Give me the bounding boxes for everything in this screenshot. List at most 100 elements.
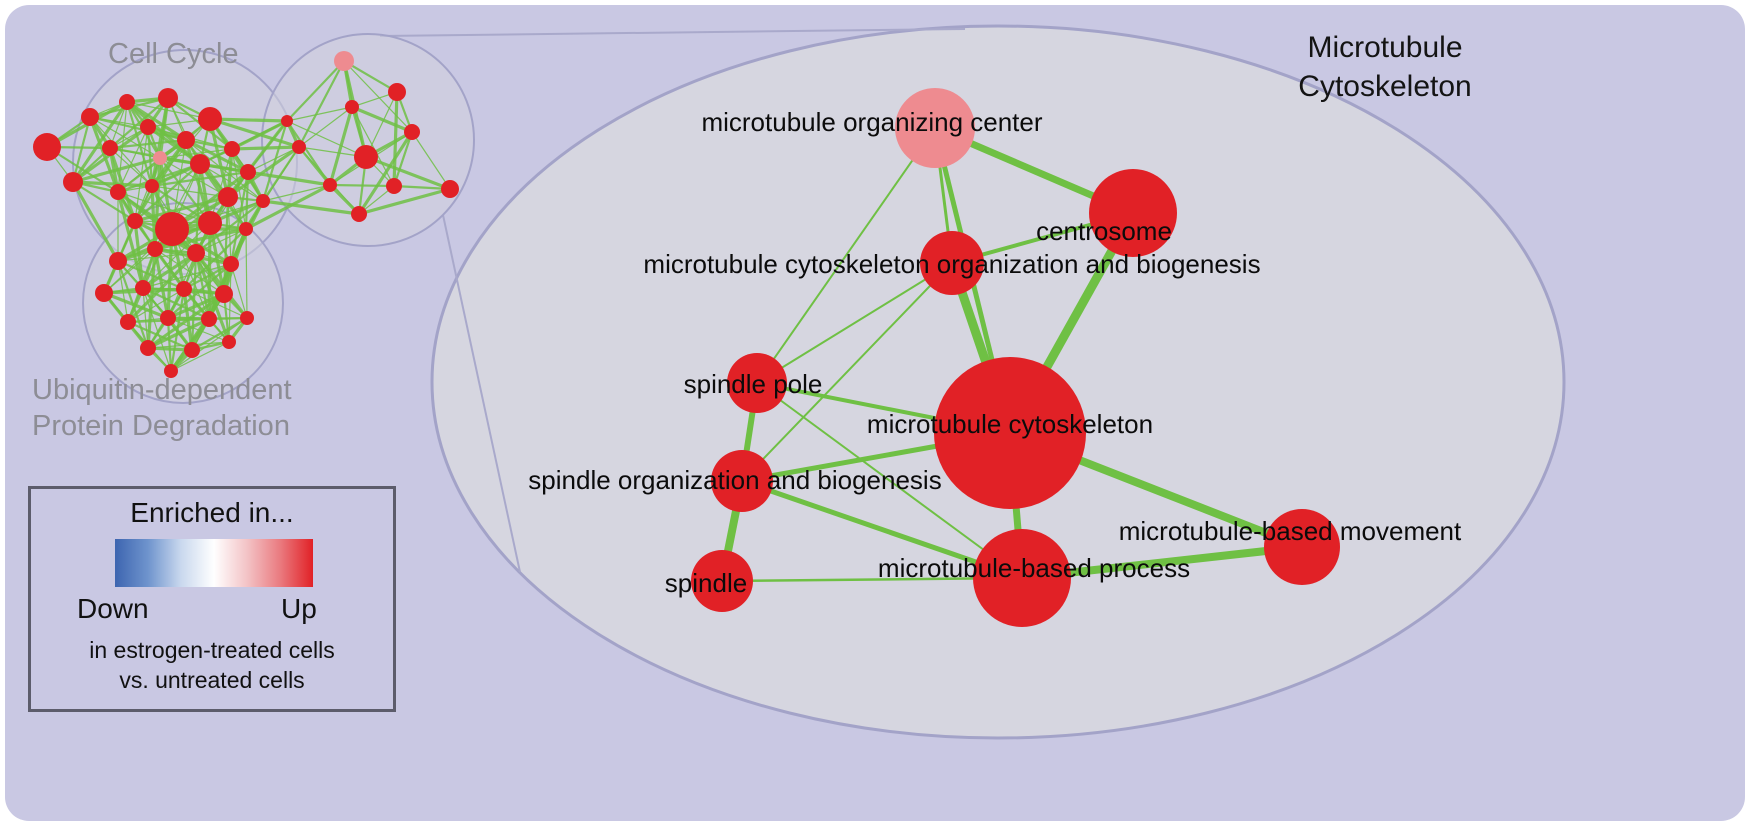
- minimap-node: [190, 154, 210, 174]
- minimap-edge: [142, 263, 232, 289]
- minimap-edge: [109, 101, 128, 149]
- minimap-edge: [142, 287, 172, 372]
- minimap-node: [81, 108, 99, 126]
- minimap-edge: [351, 105, 413, 134]
- minimap-edge: [365, 91, 398, 158]
- minimap-edge: [185, 139, 264, 202]
- minimap-edge: [117, 191, 211, 224]
- minimap-node: [240, 164, 256, 180]
- node-moc: [895, 88, 975, 168]
- minimap-edge: [117, 259, 185, 291]
- legend-up-label: Up: [281, 593, 317, 624]
- minimap-edge: [411, 131, 451, 190]
- node-cen: [1089, 169, 1177, 257]
- minimap-edge: [358, 187, 451, 216]
- minimap-edge: [183, 288, 248, 319]
- minimap-edge: [392, 131, 414, 187]
- minimap-node: [109, 252, 127, 270]
- minimap-edge: [262, 184, 331, 202]
- legend-down-label: Down: [77, 593, 149, 624]
- minimap-node: [155, 212, 189, 246]
- microtubule-title-line2: Cytoskeleton: [1298, 70, 1472, 103]
- minimap-node: [160, 310, 176, 326]
- minimap-node: [323, 178, 337, 192]
- minimap-node: [215, 285, 233, 303]
- minimap-edge: [298, 60, 345, 148]
- minimap-node: [198, 211, 222, 235]
- node-mc: [934, 357, 1086, 509]
- minimap-edge: [195, 228, 247, 254]
- minimap-edge: [231, 119, 288, 151]
- edge-moc-sp: [756, 127, 936, 384]
- minimap-edge: [262, 199, 360, 216]
- minimap-node: [120, 314, 136, 330]
- zoom-connector-line: [442, 214, 521, 573]
- node-spin: [691, 550, 753, 612]
- minimap-node: [198, 107, 222, 131]
- minimap-node: [177, 131, 195, 149]
- minimap-node: [153, 151, 167, 165]
- cluster-label-cell-cycle: Cell Cycle: [108, 38, 239, 70]
- minimap-node: [388, 83, 406, 101]
- minimap-edge: [245, 183, 331, 231]
- legend-title: Enriched in...: [130, 497, 294, 528]
- minimap-node: [334, 51, 354, 71]
- minimap-edge: [209, 117, 300, 149]
- minimap-node: [158, 88, 178, 108]
- minimap-edge: [261, 120, 289, 202]
- edge-mcob-sp: [756, 262, 953, 384]
- minimap-edge: [142, 251, 197, 290]
- minimap-edge: [286, 106, 353, 122]
- minimap-edge: [230, 263, 248, 319]
- minimap-edge: [245, 228, 248, 319]
- minimap-node: [164, 364, 178, 378]
- legend-caption: in estrogen-treated cells vs. untreated …: [31, 635, 393, 695]
- node-sp: [727, 353, 787, 413]
- minimap-node: [404, 124, 420, 140]
- minimap-edge: [245, 146, 300, 230]
- minimap-edge: [392, 91, 399, 187]
- node-label-moc: microtubule organizing center: [701, 107, 1042, 137]
- minimap-node: [119, 94, 135, 110]
- minimap-node: [218, 187, 238, 207]
- minimap-node: [140, 340, 156, 356]
- minimap-edge: [343, 60, 413, 133]
- minimap-edge: [126, 251, 198, 324]
- minimap-edge: [147, 292, 225, 350]
- ubiquitin-label-line1: Ubiquitin-dependent: [32, 374, 292, 406]
- minimap-node: [95, 284, 113, 302]
- zoom-connector-line: [379, 28, 966, 37]
- minimap-node: [201, 311, 217, 327]
- ubiquitin-label-line2: Protein Degradation: [32, 410, 290, 442]
- legend-gradient-bar: [115, 539, 313, 587]
- minimap-edge: [142, 287, 149, 349]
- minimap-edge: [298, 106, 353, 148]
- minimap-edge: [71, 101, 129, 183]
- edge-spin-mbp: [721, 576, 1023, 583]
- minimap-edge: [170, 317, 248, 372]
- minimap-node: [187, 244, 205, 262]
- node-mcob: [920, 231, 984, 295]
- microtubule-title-line1: Microtubule: [1307, 31, 1463, 64]
- minimap-edge: [343, 60, 398, 93]
- minimap-node: [140, 119, 156, 135]
- minimap-node: [292, 140, 306, 154]
- minimap-edge: [286, 60, 345, 122]
- cluster-label-microtubule-cytoskeleton: Microtubule Cytoskeleton: [1240, 28, 1530, 106]
- node-mbm: [1264, 509, 1340, 585]
- minimap-edge: [170, 341, 230, 372]
- node-label-sp: spindle pole: [684, 369, 823, 399]
- legend-box: Enriched in... Down Up in estrogen-treat…: [28, 486, 396, 712]
- minimap-node: [147, 241, 163, 257]
- minimap-edge: [89, 116, 161, 159]
- minimap-edge: [71, 181, 120, 262]
- minimap-edge: [227, 145, 300, 199]
- minimap-edge: [226, 120, 289, 198]
- minimap-edge: [357, 131, 414, 215]
- minimap-edge: [167, 292, 225, 320]
- node-label-mcob: microtubule cytoskeleton organization an…: [643, 249, 1260, 279]
- minimap-edge: [134, 195, 229, 223]
- minimap-node: [256, 194, 270, 208]
- minimap-edge: [147, 317, 210, 350]
- minimap-node: [102, 140, 118, 156]
